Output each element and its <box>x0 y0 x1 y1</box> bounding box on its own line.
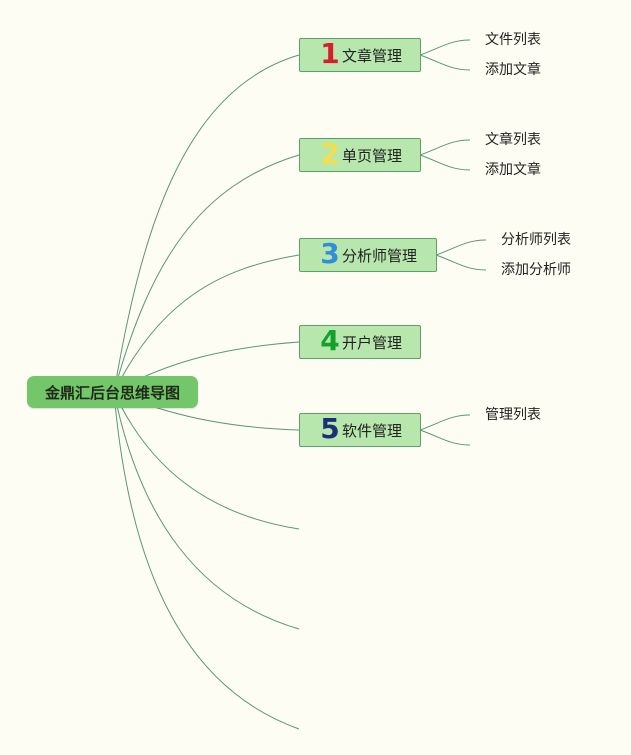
branch-node-article-management[interactable]: 1 文章管理 <box>299 38 421 72</box>
branch-label: 开户管理 <box>342 333 403 352</box>
connector-branch1-child2 <box>419 54 471 71</box>
leaf-item[interactable]: 分析师列表 <box>501 232 571 248</box>
leaf-item[interactable]: 文件列表 <box>485 32 541 48</box>
root-title: 金鼎汇后台思维导图 <box>44 383 180 402</box>
leaf-item[interactable]: 文章列表 <box>485 132 541 148</box>
branch-label: 软件管理 <box>342 421 403 440</box>
connector-branch2-child1 <box>419 139 471 156</box>
connector-branch5-child1 <box>419 414 471 431</box>
branch-number-4: 4 <box>320 324 340 357</box>
branch-label: 单页管理 <box>342 146 403 165</box>
branch-number-2: 2 <box>320 137 340 170</box>
branch-node-analyst-management[interactable]: 3 分析师管理 <box>299 238 437 272</box>
connector-branch2-child2 <box>419 154 471 171</box>
connector-branch5-child2 <box>419 429 471 446</box>
branch-number-1: 1 <box>320 37 340 70</box>
connector-root-empty-3 <box>113 391 300 730</box>
connector-root-empty-2 <box>113 391 300 630</box>
connector-branch3-child1 <box>435 239 487 256</box>
leaf-item[interactable]: 添加文章 <box>485 162 541 178</box>
leaf-item[interactable]: 添加分析师 <box>501 262 571 278</box>
connector-branch1-child1 <box>419 39 471 56</box>
branch-node-page-management[interactable]: 2 单页管理 <box>299 138 421 172</box>
root-node[interactable]: 金鼎汇后台思维导图 <box>27 376 198 408</box>
connector-branch3-child2 <box>435 254 487 271</box>
leaf-item[interactable]: 添加文章 <box>485 62 541 78</box>
branch-number-3: 3 <box>320 237 340 270</box>
connector-root-empty-1 <box>113 391 300 530</box>
leaf-item[interactable]: 管理列表 <box>485 407 541 423</box>
branch-number-5: 5 <box>320 412 340 445</box>
branch-node-software-management[interactable]: 5 软件管理 <box>299 413 421 447</box>
connector-root-branch-3 <box>113 254 300 393</box>
branch-label: 文章管理 <box>342 46 403 65</box>
connector-root-branch-2 <box>113 154 300 393</box>
branch-node-account-management[interactable]: 4 开户管理 <box>299 325 421 359</box>
connector-root-branch-1 <box>113 54 300 393</box>
branch-label: 分析师管理 <box>342 246 418 265</box>
